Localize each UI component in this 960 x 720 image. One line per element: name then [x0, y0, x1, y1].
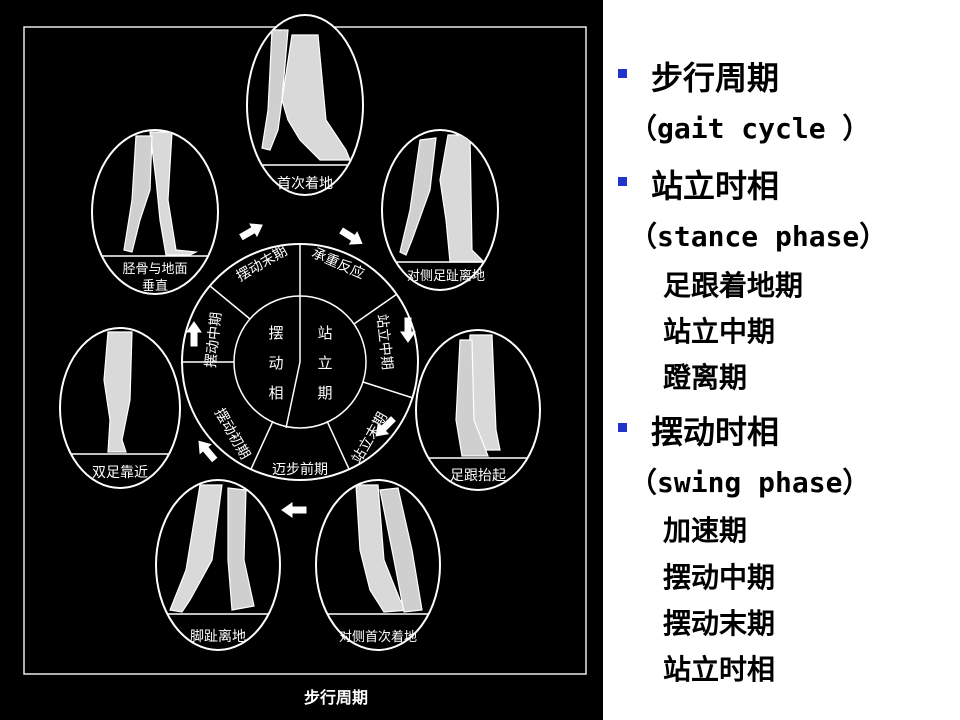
sub-terminal-swing: 摆动末期 — [663, 607, 776, 640]
diagram-caption: 步行周期 — [304, 688, 368, 707]
center-swing-char-3: 相 — [268, 384, 283, 402]
sub-stance-time: 站立时相 — [663, 653, 776, 686]
center-stance-char-3: 期 — [317, 384, 332, 402]
english-swing-phase: （swing phase） — [629, 466, 871, 499]
segment-mid-stance: 站立中期 — [373, 313, 395, 370]
heading-gait-cycle: 步行周期 — [651, 59, 780, 97]
heading-stance-phase: 站立时相 — [651, 167, 780, 205]
foot-figure-top-right: 对侧足趾离地 — [381, 129, 499, 291]
foot-figure-right: 足跟抬起 — [415, 329, 541, 491]
foot-figure-top: 首次着地 — [246, 14, 364, 196]
terminology-list: 步行周期 （gait cycle ） 站立时相 （stance phase） 足… — [603, 0, 960, 720]
sub-mid-stance: 站立中期 — [663, 315, 776, 348]
label-feet-adjacent: 双足靠近 — [92, 465, 148, 481]
label-tibia-vertical-1: 胫骨与地面 — [122, 262, 187, 277]
sub-acceleration: 加速期 — [663, 514, 748, 547]
foot-figure-left: 双足靠近 — [59, 327, 181, 489]
foot-figure-top-left: 胫骨与地面 垂直 — [91, 129, 219, 295]
segment-mid-swing: 摆动中期 — [203, 311, 225, 368]
center-stance-char-1: 站 — [317, 324, 332, 342]
foot-figure-bottom-right: 对侧首次着地 — [315, 479, 441, 651]
heading-swing-phase: 摆动时相 — [651, 413, 780, 451]
diagram-svg: 首次着地 对侧足趾离地 足跟抬起 — [23, 14, 587, 707]
label-toe-off: 脚趾离地 — [190, 628, 246, 645]
center-swing-char-2: 动 — [268, 354, 283, 372]
center-stance-char-2: 立 — [317, 354, 332, 372]
english-stance-phase: （stance phase） — [629, 220, 888, 253]
bullet-icon — [618, 69, 627, 78]
label-heel-rise: 足跟抬起 — [450, 468, 506, 484]
sub-mid-swing: 摆动中期 — [663, 561, 776, 594]
center-swing-char-1: 摆 — [268, 324, 283, 342]
label-opposite-initial-contact: 对侧首次着地 — [339, 629, 417, 645]
label-opposite-toe-off: 对侧足趾离地 — [407, 268, 485, 284]
gait-wheel — [181, 243, 419, 481]
english-gait-cycle: （gait cycle ） — [629, 112, 871, 145]
label-initial-contact: 首次着地 — [277, 176, 333, 192]
label-tibia-vertical-2: 垂直 — [142, 279, 168, 294]
sub-heel-strike: 足跟着地期 — [663, 269, 804, 302]
sub-push-off: 蹬离期 — [663, 361, 748, 394]
foot-figure-bottom-left: 脚趾离地 — [155, 479, 281, 651]
segment-pre-swing: 迈步前期 — [272, 461, 328, 478]
gait-cycle-diagram: 首次着地 对侧足趾离地 足跟抬起 — [0, 0, 603, 720]
cycle-arrows — [186, 223, 416, 518]
bullet-icon — [618, 423, 627, 432]
bullet-icon — [618, 177, 627, 186]
